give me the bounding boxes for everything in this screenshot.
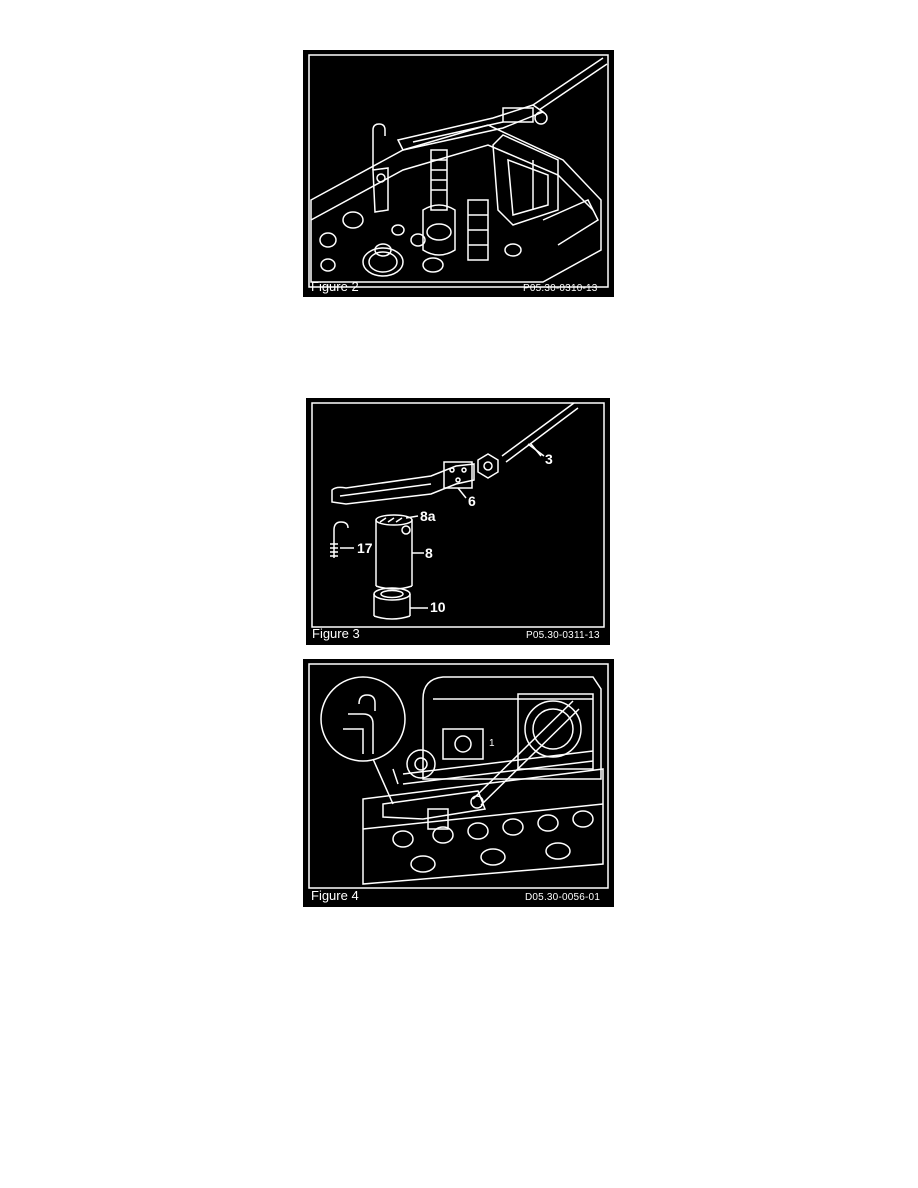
figure-3-label-6: 6 [468, 493, 476, 509]
figure-3-code: P05.30-0311-13 [526, 630, 600, 641]
figure-2: Figure 2 P05.30-0310-13 [303, 50, 614, 297]
figure-2-code: P05.30-0310-13 [523, 283, 598, 294]
figure-3-caption: Figure 3 [312, 626, 360, 641]
figure-3-illustration [311, 402, 605, 628]
figure-3-label-8a: 8a [420, 508, 436, 524]
figure-3-label-8: 8 [425, 545, 433, 561]
figure-3: 3 6 8a 17 8 10 Figure 3 P05.30-0311-13 [306, 398, 610, 645]
figure-4: 1 Figure 4 D05.30-0056-01 [303, 659, 614, 907]
figure-4-label-1: 1 [489, 738, 495, 749]
figure-4-caption: Figure 4 [311, 888, 359, 903]
figure-4-illustration [308, 663, 609, 889]
figure-3-label-3: 3 [545, 451, 553, 467]
figure-3-label-17: 17 [357, 540, 373, 556]
figure-2-caption: Figure 2 [311, 279, 359, 294]
figure-4-code: D05.30-0056-01 [525, 892, 601, 903]
figure-2-illustration [308, 54, 609, 288]
figure-3-label-10: 10 [430, 599, 446, 615]
